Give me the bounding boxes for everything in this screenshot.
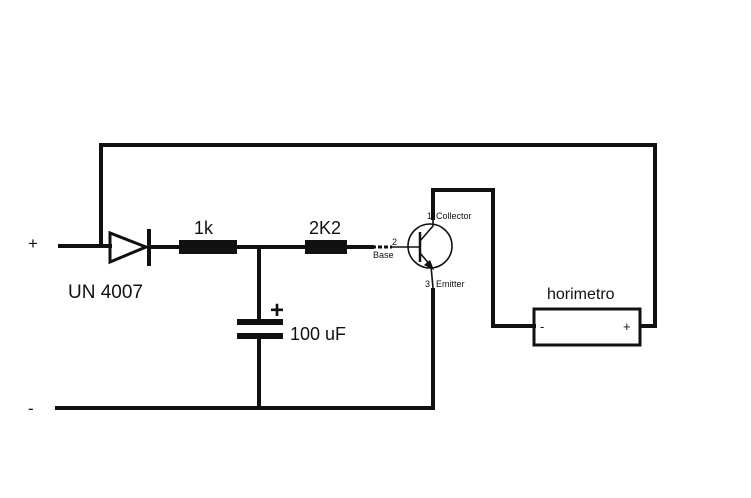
diode-symbol <box>108 229 151 266</box>
capacitor-label: 100 uF <box>290 324 346 344</box>
hour-meter-box <box>532 307 642 347</box>
hour-meter-label: horimetro <box>547 286 615 303</box>
capacitor-symbol <box>237 319 283 339</box>
resistor-1k-body <box>179 240 237 254</box>
hour-meter-plus-label: + <box>623 319 631 334</box>
resistor-2k2-body <box>305 240 347 254</box>
transistor-pin-3-label: 3 <box>425 279 430 289</box>
capacitor-polarity-label: + <box>270 297 284 324</box>
minus-terminal-label: - <box>28 399 34 418</box>
hour-meter-minus-label: - <box>540 319 544 334</box>
transistor-emitter-label: Emitter <box>436 279 465 289</box>
negative-rail <box>55 288 435 410</box>
transistor-pin-2-label: 2 <box>392 237 397 247</box>
plus-terminal-label: + <box>28 234 38 253</box>
collector-wire <box>431 188 536 328</box>
resistor-2k2-label: 2K2 <box>309 218 341 238</box>
feedback-wire <box>99 143 657 328</box>
npn-transistor-symbol <box>392 218 453 289</box>
transistor-base-label: Base <box>373 250 394 260</box>
resistor-1k-label: 1k <box>194 218 214 238</box>
transistor-collector-label: Collector <box>436 211 472 221</box>
diode-label: UN 4007 <box>68 282 143 303</box>
transistor-pin-1-label: 1 <box>427 211 432 221</box>
